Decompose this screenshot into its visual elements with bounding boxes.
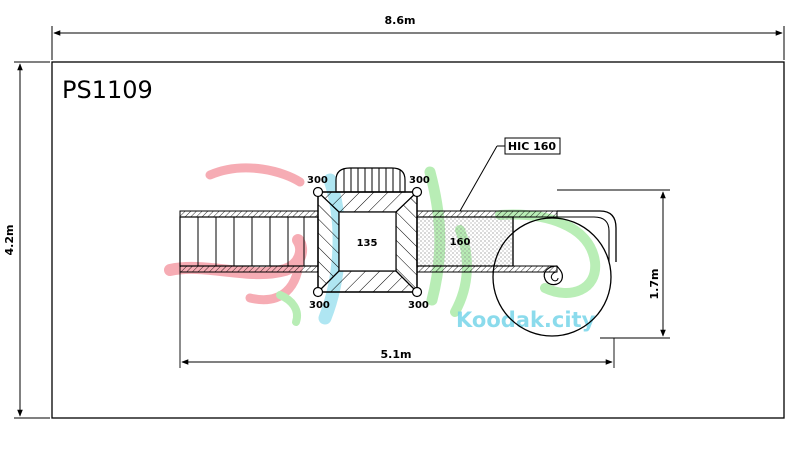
structure-depth-dimension: 1.7m [557, 189, 670, 339]
tower-platform: 135 [316, 190, 419, 294]
spiral-slide [492, 210, 617, 337]
overall-depth-dimension: 4.2m [3, 61, 50, 419]
post-top-right [411, 186, 423, 198]
tower-roof [335, 167, 406, 193]
tunnel-section: 160 [416, 210, 558, 273]
structure-length-dimension: 5.1m [179, 272, 615, 368]
safety-area-border [51, 61, 785, 419]
tower-height-label: 135 [357, 238, 378, 249]
hic-callout: HIC 160 [459, 137, 561, 212]
watermark-text: Koodak.city [456, 308, 596, 332]
post-label-top-left: 300 [307, 175, 328, 186]
tunnel-height-label: 160 [450, 237, 471, 248]
post-label-bottom-right: 300 [408, 300, 429, 311]
post-top-left [312, 186, 324, 198]
post-label-top-right: 300 [409, 175, 430, 186]
structure-depth-label: 1.7m [648, 269, 661, 300]
posts: 300 300 300 300 [307, 175, 430, 311]
hic-label: HIC 160 [508, 140, 557, 153]
post-bottom-right [411, 286, 423, 298]
post-label-bottom-left: 300 [309, 300, 330, 311]
model-number: PS1109 [62, 76, 153, 104]
overall-width-dimension: 8.6m [51, 14, 785, 60]
structure-length-label: 5.1m [381, 348, 412, 361]
overall-depth-label: 4.2m [3, 225, 16, 256]
climbing-section [179, 210, 319, 273]
overall-width-label: 8.6m [385, 14, 416, 27]
post-bottom-left [312, 286, 324, 298]
